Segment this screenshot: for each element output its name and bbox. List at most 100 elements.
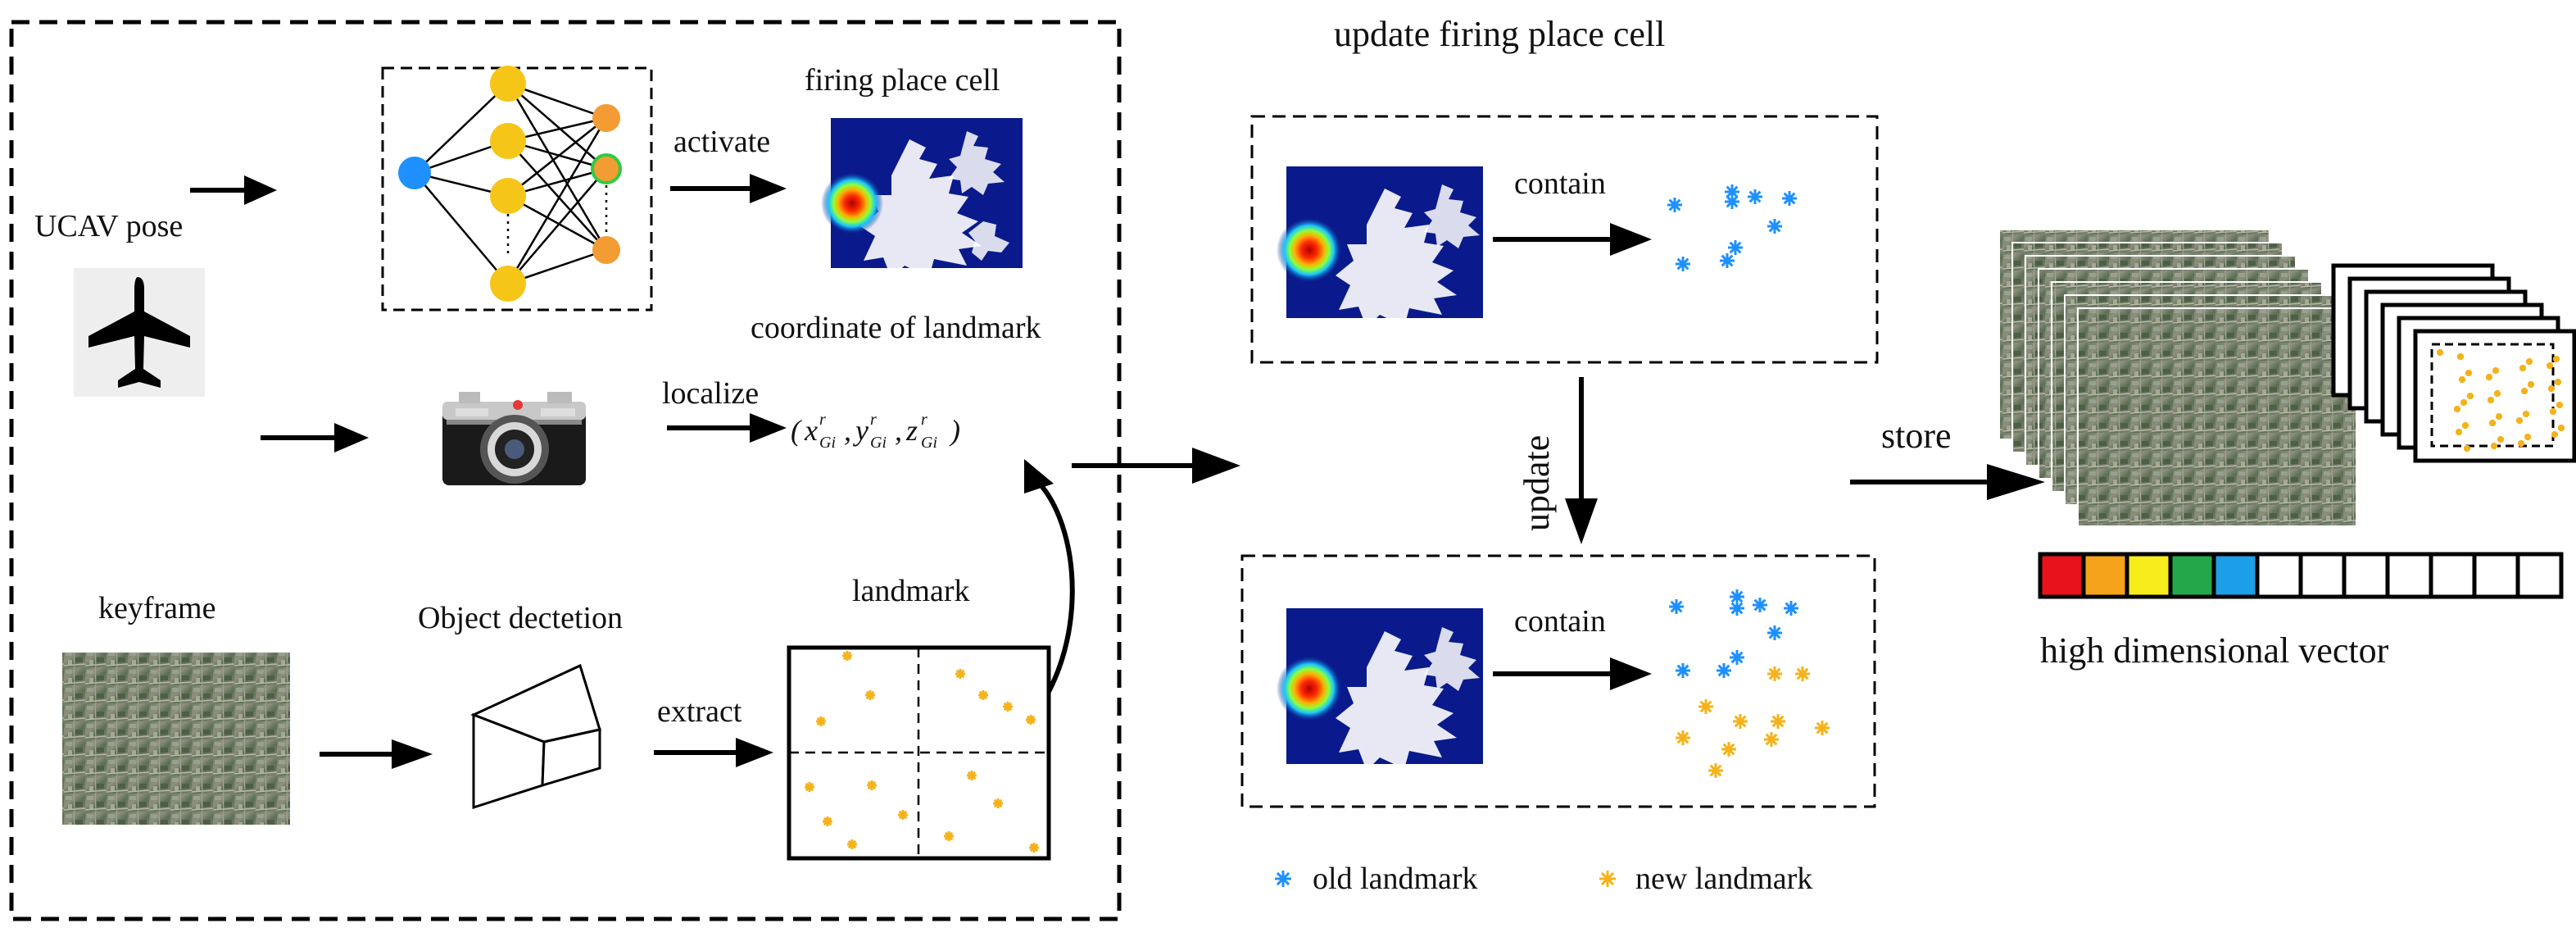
landmark-star-marker bbox=[2550, 408, 2556, 415]
vector-cell bbox=[2515, 552, 2564, 599]
coordinate-of-landmark-title: coordinate of landmark bbox=[751, 311, 1041, 345]
landmark-star-marker bbox=[847, 839, 857, 849]
landmark-star-marker bbox=[1029, 843, 1039, 853]
extract-label: extract bbox=[657, 694, 742, 729]
airplane-icon bbox=[74, 268, 205, 397]
formula-sub-y: Gi bbox=[870, 434, 887, 452]
formula-var-x: x bbox=[804, 414, 818, 447]
landmark-star-marker bbox=[955, 669, 965, 679]
landmark-star-marker bbox=[805, 782, 814, 792]
landmark-star-marker bbox=[1669, 599, 1684, 614]
formula-sub-x: Gi bbox=[819, 434, 836, 452]
landmark-star-marker bbox=[2486, 374, 2492, 380]
arrowhead-update-down bbox=[1565, 498, 1598, 544]
legend-old-landmark: old landmark bbox=[1313, 862, 1478, 896]
hidden-neuron bbox=[490, 178, 526, 214]
vector-cell bbox=[2168, 552, 2216, 599]
landmark-star-marker bbox=[1728, 240, 1743, 255]
landmark-star-marker bbox=[2467, 393, 2474, 399]
landmark-star-marker bbox=[2489, 420, 2496, 426]
update-firing-place-cell-title: update firing place cell bbox=[1334, 14, 1665, 54]
landmark-star-marker bbox=[2457, 353, 2464, 360]
formula-open-paren: ( bbox=[791, 414, 802, 447]
before-update-frame bbox=[1250, 115, 1879, 364]
landmark-star-marker bbox=[1721, 742, 1736, 757]
output-neuron bbox=[592, 104, 620, 132]
keyframe-image bbox=[62, 653, 290, 825]
landmark-star-marker bbox=[2553, 356, 2560, 362]
keyframe-label: keyframe bbox=[98, 591, 215, 625]
arrowhead-extract bbox=[736, 738, 773, 767]
landmark-star-marker bbox=[2548, 385, 2555, 392]
landmark-star-marker bbox=[1725, 184, 1739, 199]
store-label: store bbox=[1881, 416, 1952, 456]
output-neuron-active bbox=[591, 153, 622, 184]
arrowhead-store bbox=[1987, 464, 2045, 500]
vector-cell bbox=[2342, 552, 2390, 599]
arrowhead-pose-to-network bbox=[244, 175, 277, 205]
vector-cell bbox=[2081, 552, 2129, 599]
formula-comma: , bbox=[895, 414, 902, 447]
formula-sup-x: r bbox=[819, 411, 826, 429]
camera-icon bbox=[442, 392, 586, 485]
formula-close-paren: ) bbox=[949, 414, 960, 447]
firing-place-cell-heatmap-after bbox=[1277, 608, 1483, 771]
landmark-star-marker bbox=[2516, 417, 2523, 424]
landmark-points-combined bbox=[1669, 589, 1830, 778]
landmark-star-marker bbox=[867, 780, 877, 790]
hidden-neuron bbox=[490, 66, 526, 102]
stored-landmark-stack bbox=[2331, 263, 2576, 463]
landmark-points bbox=[805, 651, 1039, 853]
landmark-star-marker bbox=[1784, 601, 1798, 616]
landmark-star-marker bbox=[2524, 434, 2531, 440]
ucav-pose-label: UCAV pose bbox=[34, 209, 183, 243]
landmark-star-marker bbox=[2465, 370, 2472, 376]
landmark-star-marker bbox=[2456, 429, 2462, 435]
landmark-star-marker bbox=[1753, 598, 1767, 612]
vector-cell bbox=[2255, 552, 2303, 599]
formula-sup-z: r bbox=[921, 411, 927, 429]
arrowhead-left-to-update bbox=[1192, 448, 1240, 484]
landmark-star-marker bbox=[1667, 198, 1682, 212]
arrowhead-contain-top bbox=[1610, 223, 1652, 256]
localize-label: localize bbox=[662, 376, 759, 411]
arrowhead-localize bbox=[750, 413, 787, 443]
firing-place-cell-heatmap-before bbox=[1277, 166, 1483, 328]
hidden-neuron bbox=[490, 123, 526, 159]
landmark-star-marker bbox=[2454, 406, 2460, 412]
landmark-star-marker bbox=[1676, 257, 1690, 271]
object-detection-label: Object dectetion bbox=[418, 601, 623, 635]
landmark-star-marker bbox=[1725, 194, 1739, 209]
landmark-star-marker bbox=[967, 771, 977, 780]
landmark-star-marker bbox=[1767, 219, 1782, 234]
landmark-coordinate-formula: ( x r Gi , y r Gi , z r Gi ) bbox=[791, 411, 960, 452]
landmark-star-marker bbox=[1026, 715, 1036, 725]
landmark-star-marker bbox=[1767, 625, 1782, 640]
firing-place-cell-heatmap bbox=[821, 118, 1023, 279]
landmark-star-marker bbox=[823, 816, 832, 826]
landmark-star-marker bbox=[2462, 422, 2469, 429]
arrowhead-landmark-to-coordinate bbox=[1024, 459, 1054, 493]
landmark-star-marker bbox=[2556, 402, 2563, 408]
landmark-star-marker bbox=[1730, 650, 1744, 665]
landmark-star-marker bbox=[2460, 399, 2467, 406]
landmark-star-marker bbox=[1764, 732, 1779, 747]
landmark-star-marker bbox=[2492, 367, 2499, 374]
landmark-star-marker bbox=[1720, 253, 1735, 268]
landmark-star-marker bbox=[2497, 436, 2504, 443]
vector-cell bbox=[2385, 552, 2433, 599]
formula-sup-y: r bbox=[870, 411, 877, 429]
landmark-star-marker bbox=[842, 651, 852, 661]
landmark-star-marker bbox=[2528, 381, 2534, 388]
landmark-star-marker bbox=[1771, 714, 1785, 729]
landmark-star-marker bbox=[1717, 663, 1731, 678]
contain-label-top: contain bbox=[1514, 166, 1606, 201]
landmark-star-marker bbox=[1767, 666, 1782, 681]
output-neuron bbox=[592, 236, 620, 264]
landmark-star-marker bbox=[1733, 714, 1748, 729]
landmark-star-marker bbox=[2496, 413, 2502, 420]
landmark-star-marker bbox=[1782, 191, 1797, 206]
landmark-star-marker bbox=[2519, 365, 2526, 371]
landmark-star-marker bbox=[1676, 730, 1690, 745]
